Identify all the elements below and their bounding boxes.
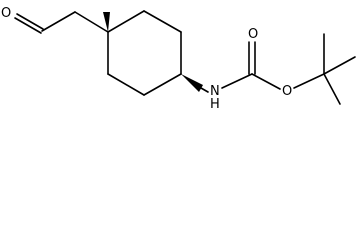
ester-oxygen-label: O — [282, 84, 292, 99]
bond-ring-4 — [143, 73, 182, 96]
structure-diagram: O N H O O — [0, 0, 357, 111]
amine-hydrogen-label: H — [210, 97, 220, 111]
bond-ring-2 — [143, 10, 182, 33]
molecule-svg: O N H O O — [1, 6, 356, 111]
carbonyl-oxygen-label: O — [248, 27, 258, 42]
bond-ring-5 — [107, 73, 145, 96]
aldehyde-oxygen-label: O — [1, 6, 11, 21]
bond-aldehyde-co-2 — [14, 17, 42, 34]
bond-ch2-ring — [74, 11, 109, 33]
stereo-wedge-top — [103, 12, 110, 32]
amine-nitrogen-label: N — [210, 84, 220, 99]
bond-carbonyl-ester-o — [251, 73, 281, 90]
stereo-wedge-bottom — [181, 74, 203, 92]
bond-aldehyde-co-1 — [16, 13, 44, 30]
bond-ester-o-tbu — [293, 73, 325, 89]
bond-ring-nh — [200, 87, 209, 93]
bond-aldehyde-c-ch2 — [41, 11, 76, 32]
bond-tbu-methyl-right — [323, 56, 356, 75]
bond-ring-1 — [107, 10, 145, 33]
bond-tbu-methyl-down — [323, 73, 341, 105]
bond-n-carbonyl — [221, 73, 253, 89]
